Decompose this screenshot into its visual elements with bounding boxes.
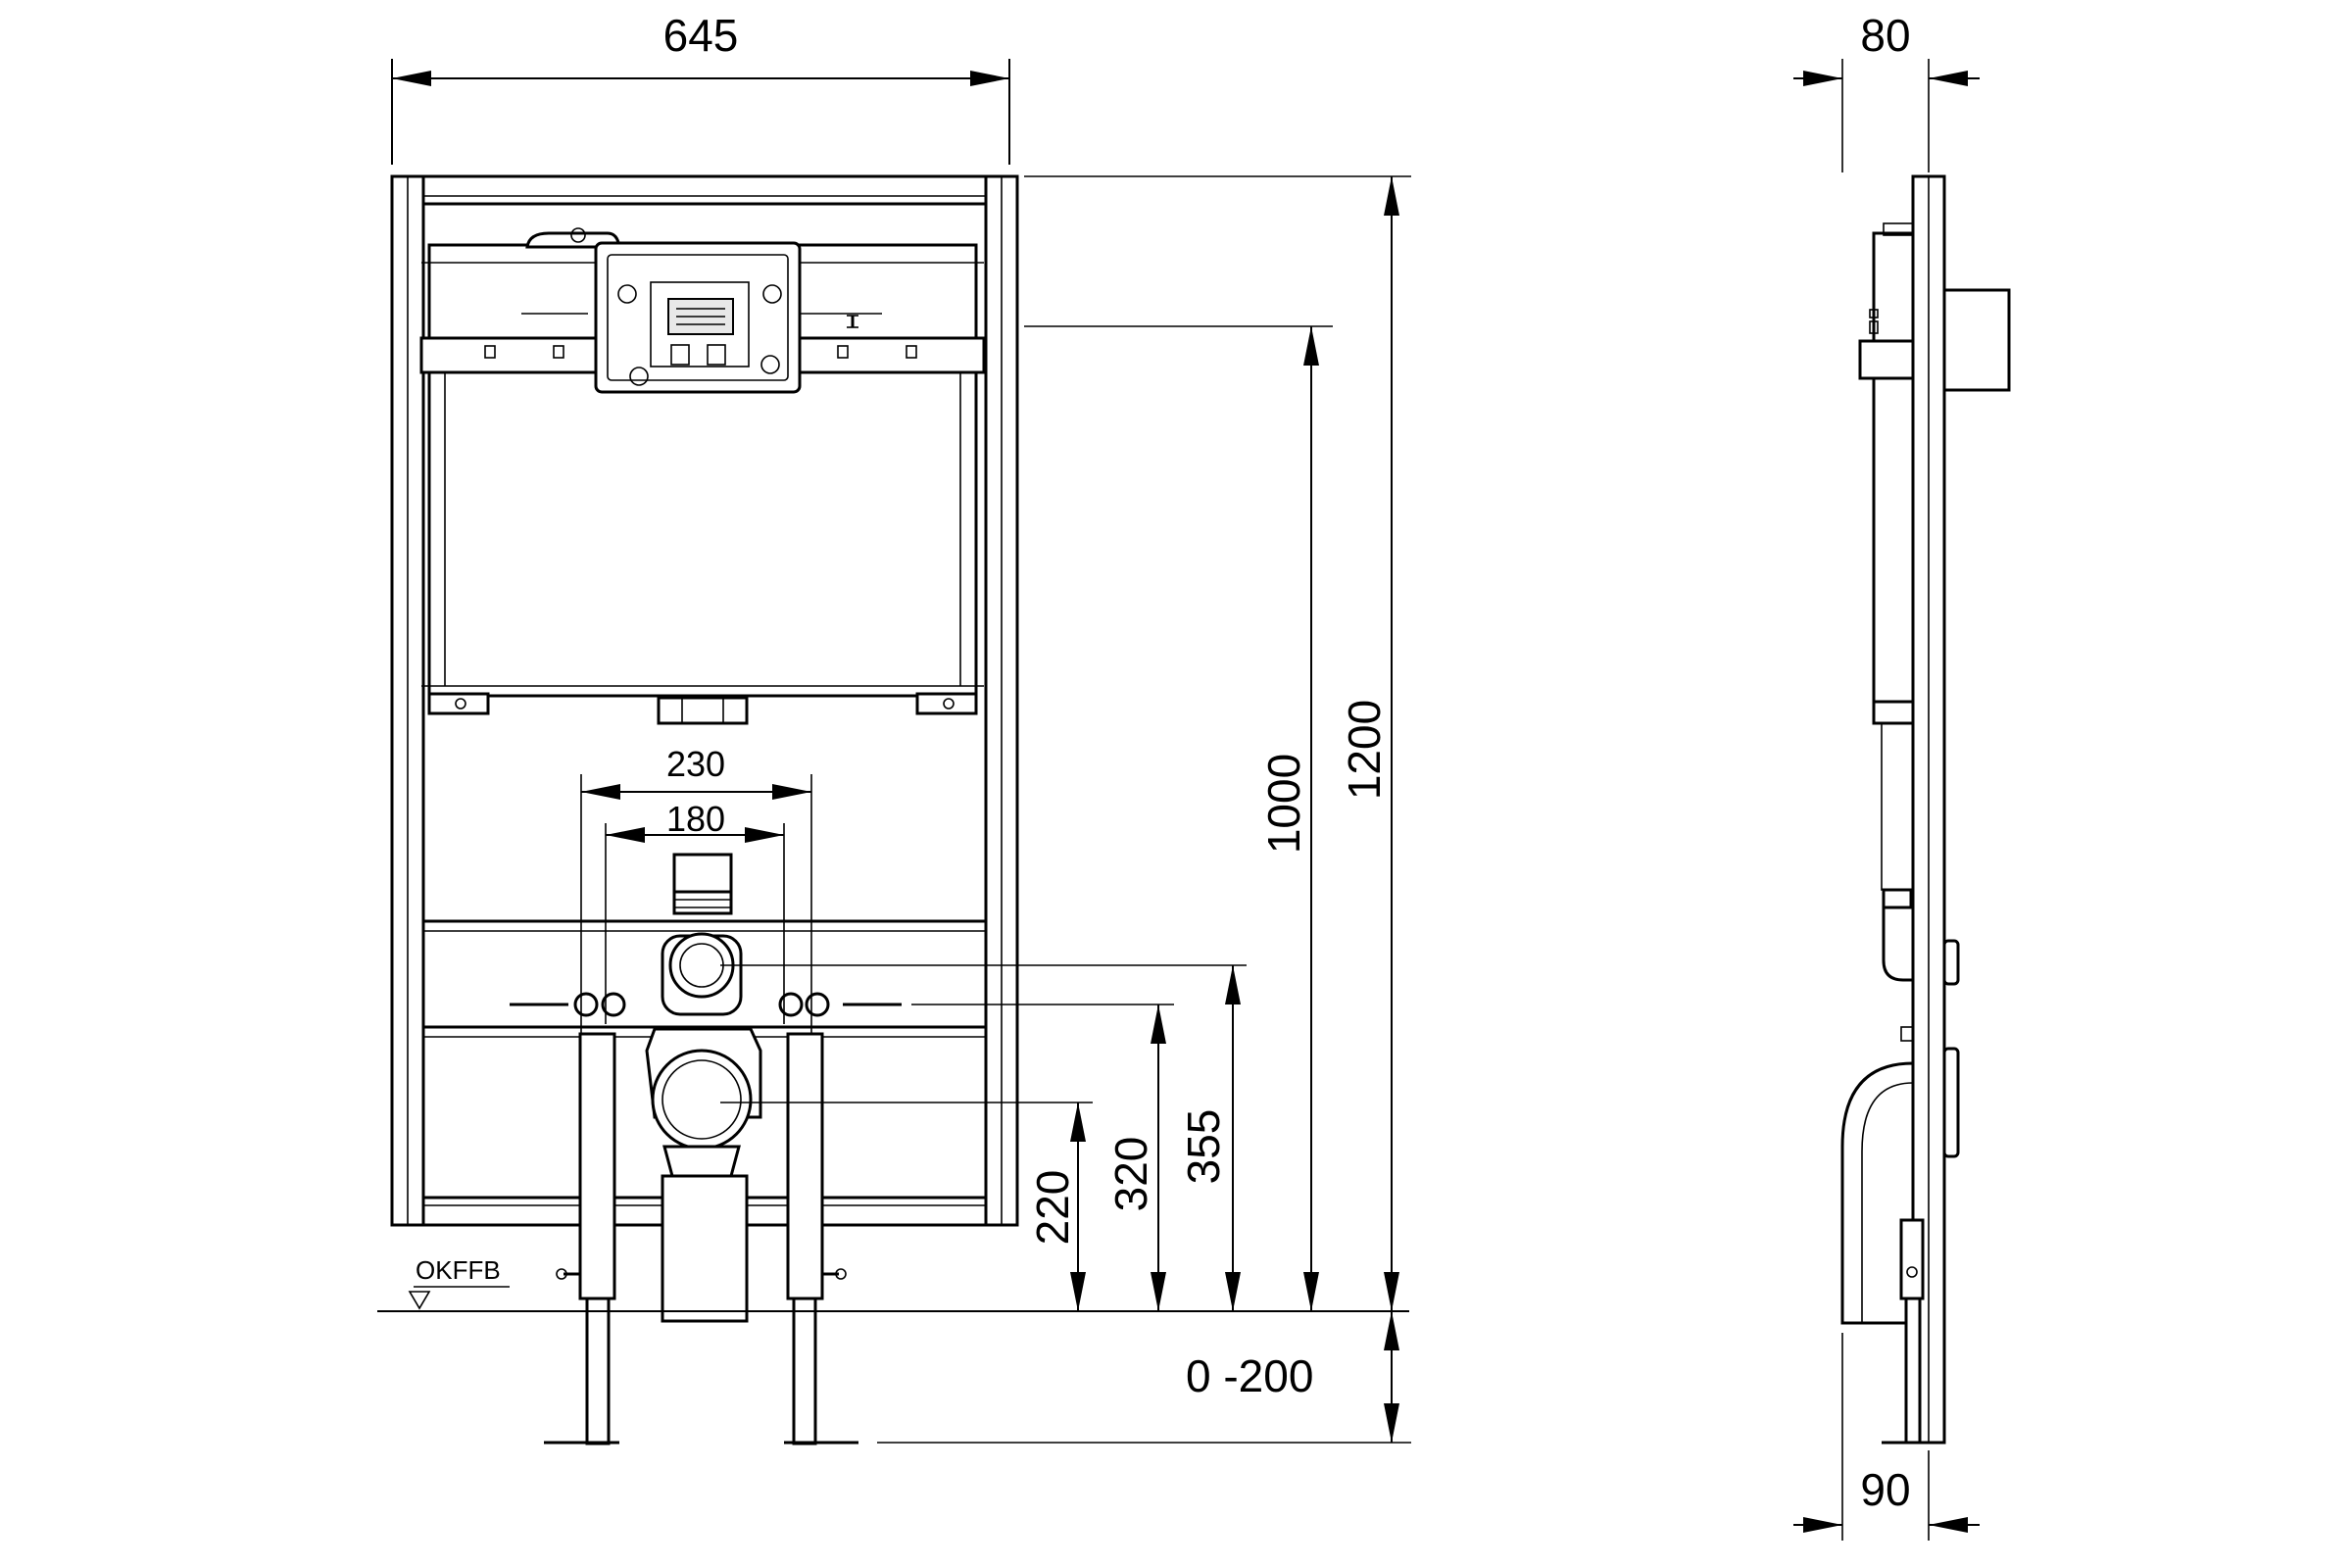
frame-legs [544,1032,858,1446]
floor-marker-icon [408,1291,431,1310]
height-355-value: 355 [1178,1109,1229,1185]
side-actuator [1942,288,2011,392]
adjust-range-value: 0 -200 [1186,1350,1313,1401]
side-legs [1882,1218,1925,1445]
width-value: 645 [663,10,739,61]
height-220-value: 220 [1027,1170,1078,1246]
spacing-inner-value: 180 [666,799,725,839]
dimension-width: 645 [391,10,1010,165]
dimension-height-1000: 1000 [1258,326,1319,1311]
dimension-height-320: 320 [1105,1004,1166,1311]
height-1200-value: 1200 [1339,700,1390,800]
side-drain-bend [1840,1047,1960,1325]
height-320-value: 320 [1105,1137,1156,1212]
depth-top-value: 80 [1860,10,1910,61]
dimension-spacing-230: 230 [580,744,812,1034]
dimension-height-220: 220 [1027,1102,1086,1311]
flush-actuator-opening [594,241,802,394]
dimension-depth-90: 90 [1793,1333,1980,1541]
spacing-outer-value: 230 [666,744,725,784]
dimension-adjust-range: 0 -200 [1186,1311,1399,1443]
height-1000-value: 1000 [1258,754,1309,854]
side-flush-pipe [1882,888,1960,1042]
side-cistern [1858,222,1915,891]
dimension-spacing-180: 180 [605,799,785,1024]
dimension-depth-80: 80 [1793,10,1980,172]
front-view: OKFFB 645 230 180 [377,10,1411,1446]
floor-label: OKFFB [416,1255,501,1285]
dimension-height-355: 355 [1178,965,1241,1311]
inlet-connection [661,932,743,1016]
drain-elbow [645,1027,762,1323]
flush-pipe [672,853,733,915]
side-view: 80 90 [1793,10,2011,1541]
depth-bottom-value: 90 [1860,1464,1910,1515]
dimension-height-1200: 1200 [1339,176,1399,1311]
